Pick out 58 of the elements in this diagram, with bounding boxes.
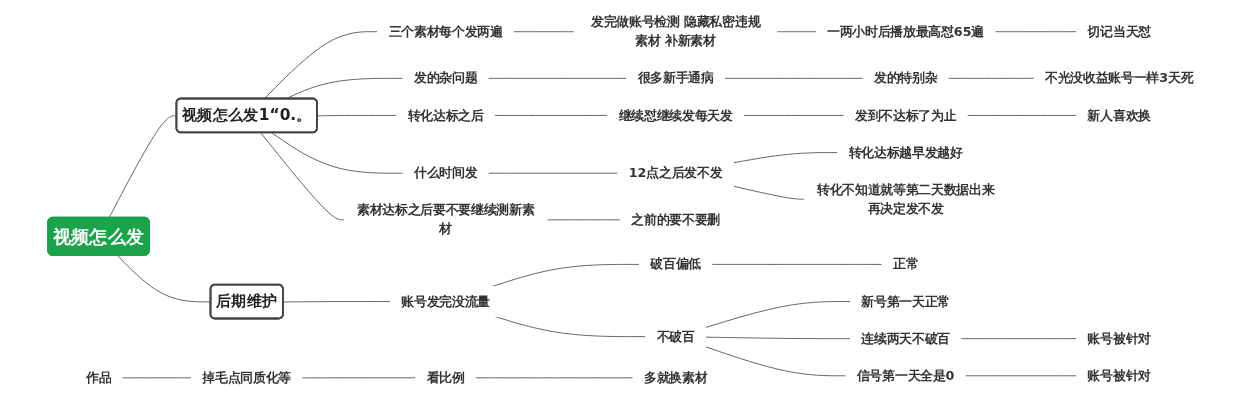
connector <box>121 377 192 379</box>
node-text: 之前的要不要删 <box>631 212 720 227</box>
node-text: 素材达标之后要不要继续测新素材 <box>356 202 535 237</box>
connector <box>487 172 619 174</box>
connector <box>711 263 883 265</box>
connector <box>513 31 575 33</box>
connector <box>705 301 851 328</box>
node-text: 多就换素材 <box>643 370 708 385</box>
connector <box>724 77 864 79</box>
connector <box>960 338 1078 340</box>
node-text: 掉毛点同质化等 <box>202 370 292 385</box>
node-text: 转化不知道就等第二天数据出来再决定发不发 <box>816 182 995 216</box>
node-text: 继续怼继续发每天发 <box>618 107 733 123</box>
connector <box>966 115 1078 116</box>
connector <box>732 152 839 164</box>
node-text: 什么时间发 <box>413 165 478 180</box>
connector <box>964 375 1078 377</box>
connector <box>282 301 391 303</box>
node-text: 账号发完没流量 <box>401 293 490 309</box>
node-text: 一两小时后播放最高怼65遍 <box>827 24 985 39</box>
connector <box>317 115 398 117</box>
node-text: 作品 <box>85 370 112 385</box>
connector <box>494 115 609 116</box>
node-text: 发的杂问题 <box>413 70 478 86</box>
node-text: 12点之后发不发 <box>628 165 723 180</box>
node-text: 正常 <box>892 256 919 272</box>
node-text: 破百偏低 <box>650 256 701 272</box>
connector <box>487 77 628 79</box>
node-text: 不光没收益账号一样3天死 <box>1045 70 1194 86</box>
node-text: 连续两天不破百 <box>861 330 950 346</box>
connector <box>260 132 345 221</box>
connector <box>732 185 805 200</box>
connector <box>475 377 634 379</box>
connector <box>705 336 851 340</box>
connector <box>947 77 1035 79</box>
connector <box>263 31 379 100</box>
connector <box>743 115 845 116</box>
connector <box>776 31 817 33</box>
connector <box>271 132 404 174</box>
connector <box>301 377 417 379</box>
connector <box>994 31 1078 33</box>
node-text: 发完做账号检测 隐藏私密违规素材 补新素材 <box>590 14 761 48</box>
node-text: 不破百 <box>656 328 695 344</box>
node-text: 切记当天怼 <box>1087 24 1151 39</box>
node-text: 新人喜欢换 <box>1087 107 1151 123</box>
node-text: 转化达标越早发越好 <box>848 144 963 160</box>
node-text: 发到不达标了为止 <box>854 107 957 123</box>
connector <box>705 346 847 377</box>
node-text: 账号被针对 <box>1087 368 1151 383</box>
node-text: 信号第一天全是0 <box>856 368 955 383</box>
node-text: 新号第一天正常 <box>861 293 950 309</box>
node-text: 转化达标之后 <box>407 107 484 123</box>
node-text: 看比例 <box>426 370 465 385</box>
node-text: 很多新手通病 <box>637 70 714 86</box>
connector <box>546 219 621 221</box>
node-text: 账号被针对 <box>1087 330 1151 346</box>
node-text: 三个素材每个发两遍 <box>388 24 503 39</box>
node-text: 发的特别杂 <box>873 70 938 86</box>
